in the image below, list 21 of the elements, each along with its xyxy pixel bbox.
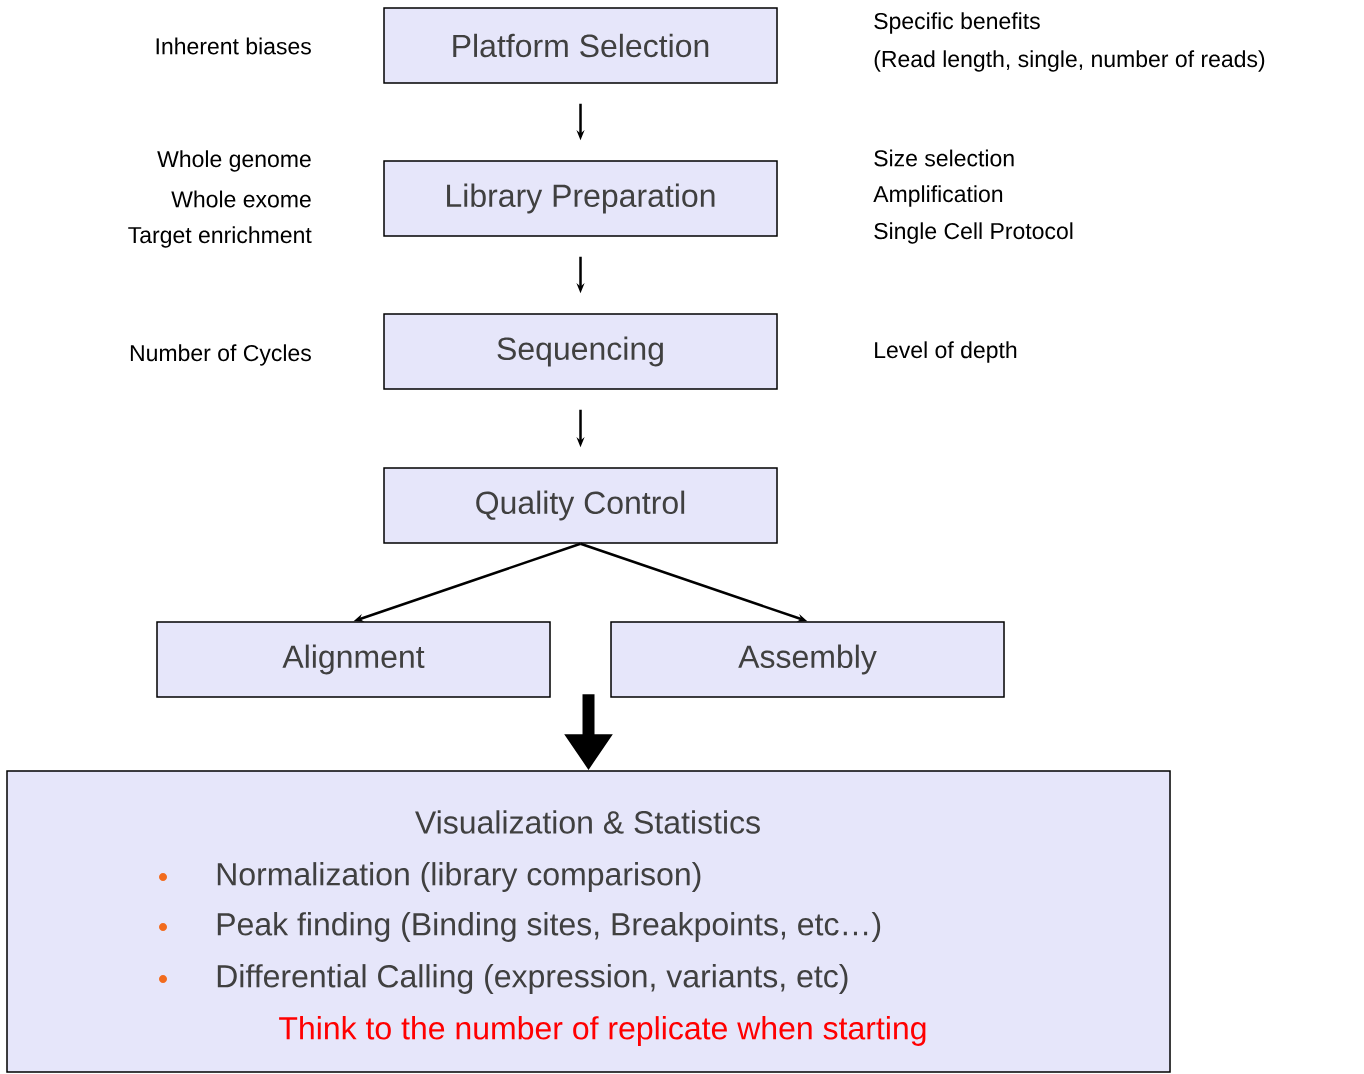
side-label: Inherent biases [156, 37, 311, 55]
side-label: (Read length, single, number of reads) [874, 50, 1265, 72]
process-box: Sequencing [383, 313, 778, 390]
side-label: Level of depth [875, 341, 1017, 363]
side-label: Whole exome [171, 190, 311, 208]
bullet-item: Peak finding (Binding sites, Breakpoints, etc…) [217, 912, 881, 942]
process-box: Quality Control [383, 467, 778, 544]
process-box: Assembly [610, 621, 1005, 698]
side-label: Amplification [873, 185, 1003, 207]
side-label: Whole genome [157, 150, 311, 172]
bullet-item: Differential Calling (expression, variants, etc) [217, 964, 848, 994]
process-box: Library Preparation [383, 160, 778, 237]
process-box: Alignment [156, 621, 551, 698]
bullet-item: Normalization (library comparison) [217, 862, 701, 892]
side-label: Single Cell Protocol [874, 222, 1073, 244]
side-label: Number of Cycles [130, 344, 311, 366]
side-label: Specific benefits [874, 12, 1040, 34]
side-label: Size selection [874, 149, 1014, 167]
side-label: Target enrichment [128, 226, 312, 248]
process-box: Platform Selection [383, 7, 778, 84]
note-text: Think to the number of replicate when starting [279, 1016, 926, 1046]
